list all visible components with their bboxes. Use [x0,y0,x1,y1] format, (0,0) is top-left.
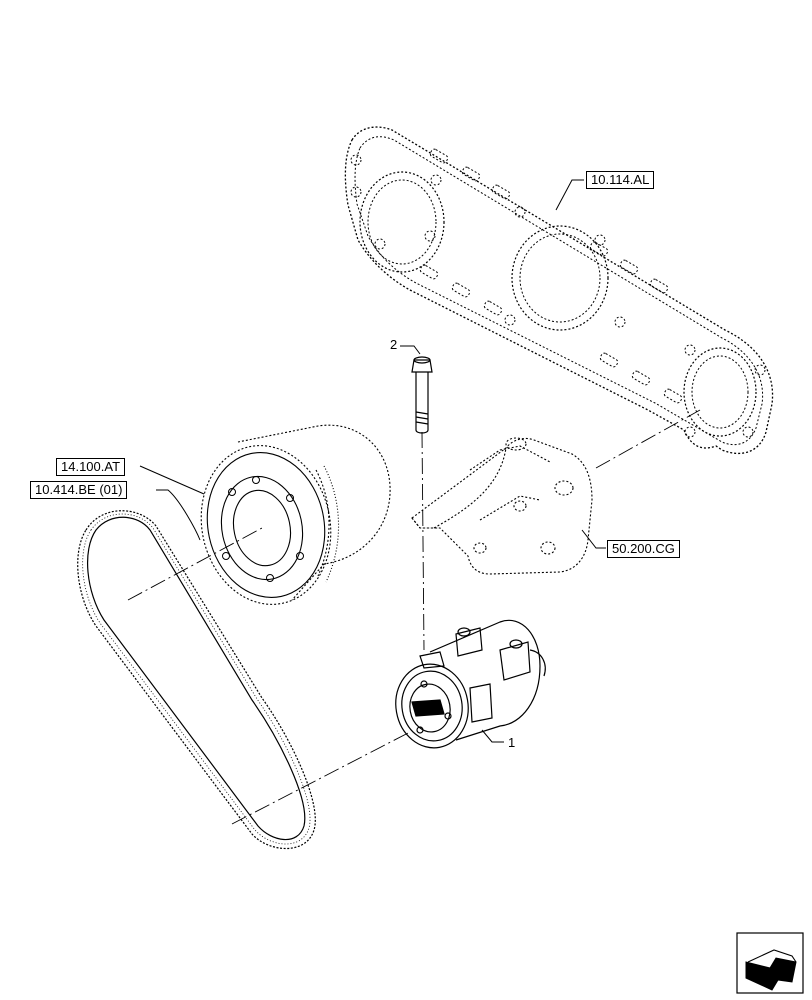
callout-item-1: 1 [508,735,516,750]
bolt-part [411,356,433,434]
previous-page-arrow-icon[interactable] [735,931,805,995]
reference-label-bracket[interactable]: 50.200.CG [607,540,680,558]
ac-compressor [395,619,546,749]
crank-pulley [200,424,391,605]
leader-lines [139,179,606,743]
reference-label-pulley[interactable]: 14.100.AT [56,458,126,476]
poly-v-belt [77,510,316,850]
callout-item-2: 2 [390,337,398,352]
mounting-bracket [411,437,593,575]
reference-label-gasket[interactable]: 10.114.AL [586,171,655,189]
gasket-plate [344,126,774,455]
center-lines [127,409,701,825]
nav-arrow-graphic [736,932,804,994]
reference-label-belt[interactable]: 10.414.BE (01) [30,481,128,499]
